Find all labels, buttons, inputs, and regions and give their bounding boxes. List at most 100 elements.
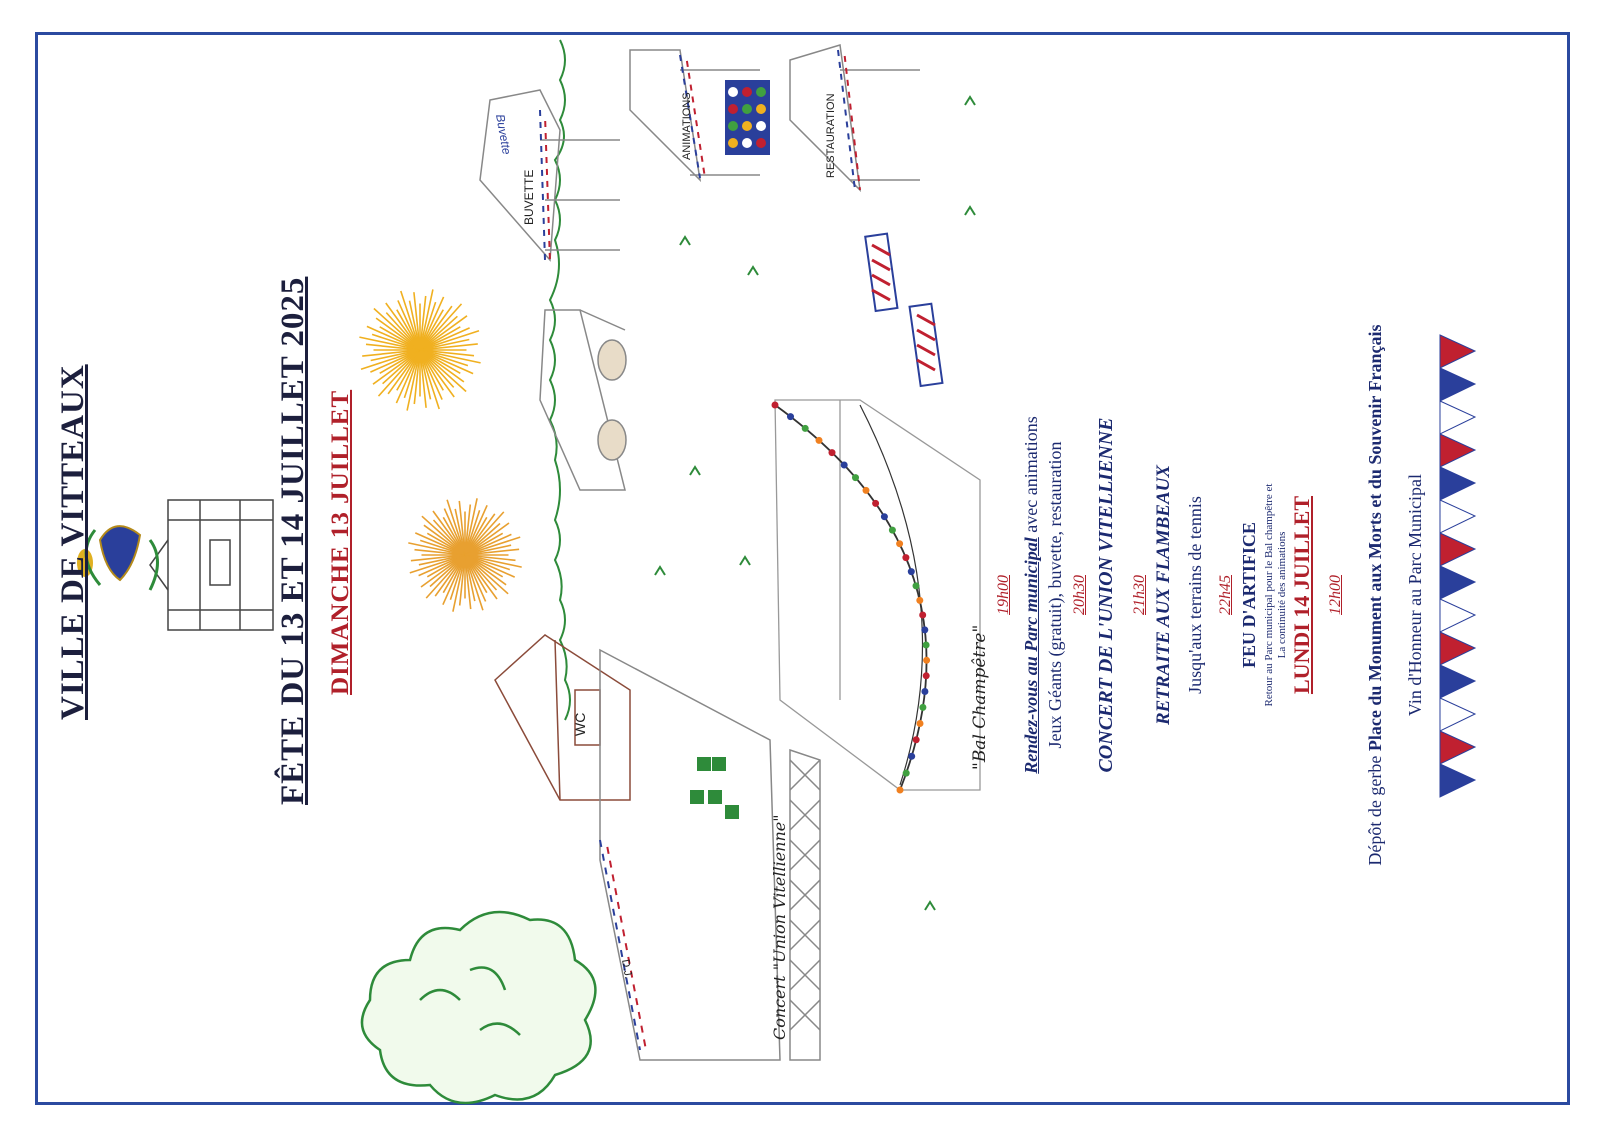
firework-ray	[414, 532, 466, 556]
firework-ray	[454, 508, 466, 556]
light-bulb	[919, 611, 927, 619]
firework-ray	[362, 349, 421, 357]
light-bulb	[907, 568, 915, 576]
firework-ray	[400, 290, 421, 351]
bunting-flag	[1439, 433, 1477, 468]
firework-ray	[419, 349, 455, 388]
game-dot	[756, 138, 766, 148]
firework-ray	[458, 500, 466, 556]
green-chairs	[690, 757, 739, 819]
light-bulb	[880, 513, 888, 521]
firework-ray	[443, 508, 466, 556]
firework-ray	[464, 504, 488, 556]
light-bulb	[921, 688, 929, 695]
marquee-tent	[539, 309, 627, 491]
firework-ray	[395, 349, 421, 404]
game-dot	[742, 121, 752, 131]
game-dot	[728, 104, 738, 114]
firework-ray	[420, 554, 466, 588]
event-vin: Vin d'Honneur au Parc Municipal	[1405, 473, 1425, 717]
light-bulb	[801, 424, 809, 432]
firework-ray	[365, 343, 421, 351]
firework-ray	[419, 309, 444, 351]
firework-ray	[366, 325, 421, 351]
firework-ray	[419, 303, 463, 351]
firework-ray	[458, 554, 466, 606]
bunting-flag	[1439, 631, 1477, 666]
firework-ray	[464, 511, 505, 556]
firework-ray	[372, 349, 421, 385]
firework-ray	[419, 349, 427, 408]
bunting-flag	[1439, 334, 1477, 369]
coat-of-arms	[77, 525, 159, 591]
firework-ray	[396, 349, 421, 391]
wc-label: WC	[572, 713, 588, 736]
light-bulb	[872, 499, 880, 507]
time-20h30: 20h30	[1071, 575, 1088, 615]
firework-ray	[419, 349, 469, 367]
firework-ray	[464, 544, 512, 556]
tent-restauration	[789, 44, 920, 193]
town-hall-drawing	[149, 499, 274, 631]
firework-ray	[464, 554, 476, 602]
firework-1	[359, 289, 481, 411]
firework-ray	[419, 349, 467, 393]
firework-ray	[382, 349, 421, 385]
firework-ray	[432, 519, 466, 556]
firework-ray	[432, 510, 466, 556]
animations-label: ANIMATIONS	[681, 92, 693, 160]
firework-ray	[464, 554, 498, 600]
firework-ray	[446, 499, 466, 556]
firework-ray	[425, 554, 466, 599]
firework-ray	[371, 333, 421, 351]
firework-ray	[397, 300, 421, 351]
firework-2	[408, 498, 522, 612]
light-bulb	[923, 656, 931, 664]
event-concert: CONCERT DE L'UNION VITELLIENNE	[1095, 417, 1117, 773]
firework-ray	[419, 327, 470, 351]
firework-ray	[419, 338, 470, 351]
bunting-flag	[1439, 598, 1477, 633]
event-feu-details-1: Retour au Parc municipal pour le Bal cha…	[1263, 483, 1275, 707]
light-bulb	[787, 413, 794, 421]
firework-ray	[418, 554, 466, 577]
firework-ray	[413, 292, 421, 351]
light-bulb	[862, 486, 870, 494]
firework-ray	[464, 554, 509, 595]
game-dot	[728, 87, 738, 97]
light-bulb	[916, 596, 924, 604]
firework-ray	[419, 349, 461, 374]
firework-ray	[419, 349, 432, 400]
firework-ray	[464, 554, 507, 586]
bunting-flag	[1439, 532, 1477, 567]
firework-ray	[464, 509, 481, 556]
firework-ray	[419, 315, 468, 351]
firework-ray	[370, 349, 421, 362]
event-gerbe: Dépôt de gerbe Place du Monument aux Mor…	[1365, 295, 1405, 895]
dance-floor	[774, 399, 981, 791]
firework-ray	[419, 349, 481, 364]
firework-ray	[385, 302, 421, 351]
time-21h30: 21h30	[1131, 575, 1148, 615]
light-bulb	[921, 626, 929, 634]
light-bulb	[902, 769, 910, 777]
event-retraite-details: Jusqu'aux terrains de tennis	[1185, 496, 1205, 694]
firework-ray	[409, 554, 466, 574]
light-bulb	[916, 720, 924, 727]
firework-ray	[375, 317, 421, 351]
bunting-flag	[1439, 400, 1477, 435]
firework-ray	[414, 548, 466, 556]
grass-tufts	[654, 95, 976, 911]
firework-ray	[359, 336, 421, 351]
town-title: VILLE DE VITTEAUX	[55, 364, 91, 720]
light-bulb	[908, 752, 916, 760]
firework-ray	[419, 349, 474, 375]
game-dot	[742, 104, 752, 114]
firework-ray	[442, 554, 466, 606]
bunting-flag	[1439, 664, 1477, 699]
firework-ray	[464, 533, 512, 556]
firework-ray	[419, 349, 440, 410]
firework-ray	[419, 349, 444, 391]
game-dot	[728, 138, 738, 148]
